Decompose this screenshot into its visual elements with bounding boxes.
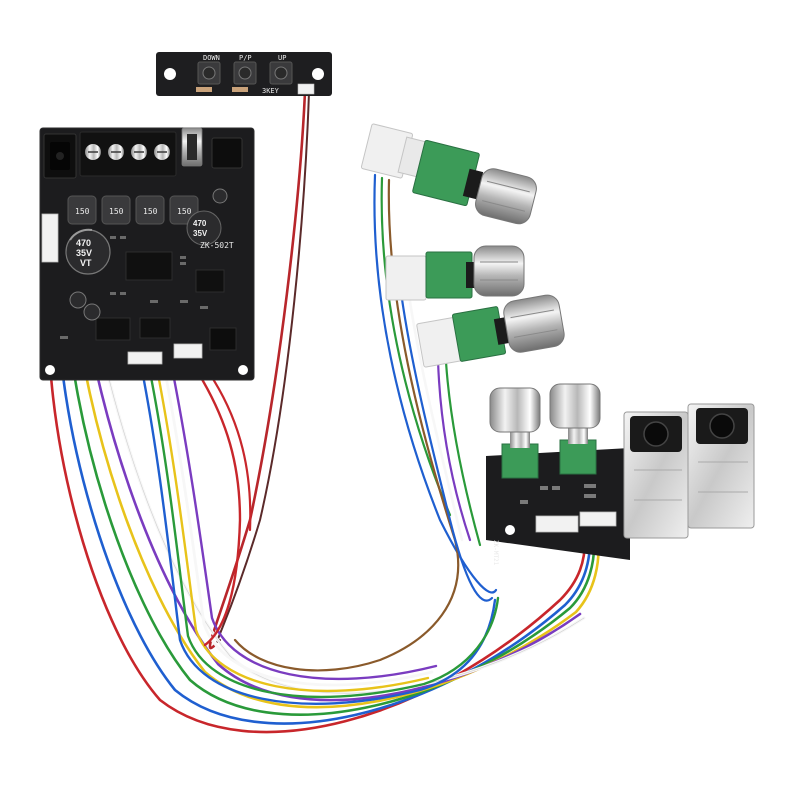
wire-yellow-center xyxy=(154,362,430,693)
mic-jack-2[interactable] xyxy=(687,403,755,529)
wire-yellow-left xyxy=(72,290,600,709)
inductor xyxy=(135,195,165,225)
resistor xyxy=(232,87,248,92)
mount-hole xyxy=(238,365,248,375)
wire-pot1-brown xyxy=(233,178,460,672)
wire-white-center xyxy=(162,364,434,687)
inductor-label: 150 xyxy=(143,207,158,216)
wire-green-center xyxy=(146,360,500,699)
chip xyxy=(95,317,131,341)
cap-label: 470 xyxy=(76,238,91,248)
tact-button-up[interactable] xyxy=(269,61,293,85)
inductor-label: 150 xyxy=(75,207,90,216)
mic-jack-1[interactable] xyxy=(623,411,689,539)
dc-power-jack[interactable] xyxy=(43,133,77,179)
bt-chip xyxy=(195,269,225,293)
wire-dark-button xyxy=(216,91,310,643)
capacitor-small xyxy=(83,303,101,321)
mount-hole xyxy=(505,525,515,535)
mount-hole xyxy=(312,68,324,80)
cap-label: 35V xyxy=(76,248,92,258)
wire-pot3-purple xyxy=(436,358,472,542)
wire-blue-center xyxy=(138,358,497,705)
tone-potentiometer-2 xyxy=(385,245,525,301)
capacitor-small xyxy=(212,188,228,204)
jack-control-board: ZK-MT21 xyxy=(486,383,755,566)
usb-port[interactable] xyxy=(181,127,203,167)
wire-red-center-b xyxy=(198,358,252,532)
jack-knob-2[interactable] xyxy=(549,383,601,475)
connector-jack-board xyxy=(579,511,617,527)
tact-button-down[interactable] xyxy=(197,61,221,85)
knob-3[interactable] xyxy=(502,293,566,354)
cap-label: VT xyxy=(80,258,92,268)
wire-pot2-white xyxy=(406,286,464,542)
wire-green-left xyxy=(64,290,596,716)
connector-bottom xyxy=(127,351,163,365)
connector-jack-board xyxy=(535,515,579,533)
label-down: DOWN xyxy=(203,54,220,62)
connector-header xyxy=(297,83,315,95)
capacitor-small xyxy=(69,291,87,309)
wire-purple-center xyxy=(170,366,438,681)
resistor xyxy=(196,87,212,92)
jack-board-label: ZK-MT21 xyxy=(492,540,499,566)
wire-pot1-blue xyxy=(373,173,498,594)
knob-2[interactable] xyxy=(473,245,525,297)
mount-hole xyxy=(164,68,176,80)
wire-harness xyxy=(47,90,600,734)
mount-hole xyxy=(45,365,55,375)
wire-red-left xyxy=(47,288,587,734)
label-up: UP xyxy=(278,54,286,62)
jack-knob-1[interactable] xyxy=(489,387,541,479)
capacitor-large: 470 35V VT xyxy=(65,228,111,275)
wire-blue-left xyxy=(56,288,592,725)
connector-bottom xyxy=(173,343,203,359)
cap-label: 35V xyxy=(193,229,208,238)
knob-1[interactable] xyxy=(473,166,539,226)
inductor-label: 150 xyxy=(177,207,192,216)
label-pp: P/P xyxy=(239,54,252,62)
speaker-terminal-block[interactable] xyxy=(79,131,177,177)
tone-potentiometer-3 xyxy=(416,293,566,368)
amp-chip xyxy=(125,251,173,281)
inductor xyxy=(67,195,97,225)
cap-label: 470 xyxy=(193,219,207,228)
inductor xyxy=(101,195,131,225)
tone-potentiometer-1 xyxy=(360,123,539,226)
connector-left xyxy=(41,213,59,263)
inductor-row: 150 150 150 150 xyxy=(67,195,199,225)
aux-jack[interactable] xyxy=(211,137,243,169)
button-board: DOWN P/P UP 3KEY xyxy=(156,52,332,96)
main-amplifier-board: 150 150 150 150 470 35V 470 35V VT xyxy=(39,127,255,381)
label-3key: 3KEY xyxy=(262,87,280,95)
wire-white-outline-left xyxy=(89,295,585,694)
header-black xyxy=(209,327,237,351)
wire-pot3-green xyxy=(444,360,482,547)
tact-button-pp[interactable] xyxy=(233,61,257,85)
capacitor-right: 470 35V xyxy=(186,210,222,246)
chip xyxy=(139,317,171,339)
wire-pot2-blue xyxy=(398,283,494,602)
model-label: ZK-502T xyxy=(200,241,234,250)
wire-red-center-a xyxy=(188,358,242,647)
inductor-label: 150 xyxy=(109,207,124,216)
